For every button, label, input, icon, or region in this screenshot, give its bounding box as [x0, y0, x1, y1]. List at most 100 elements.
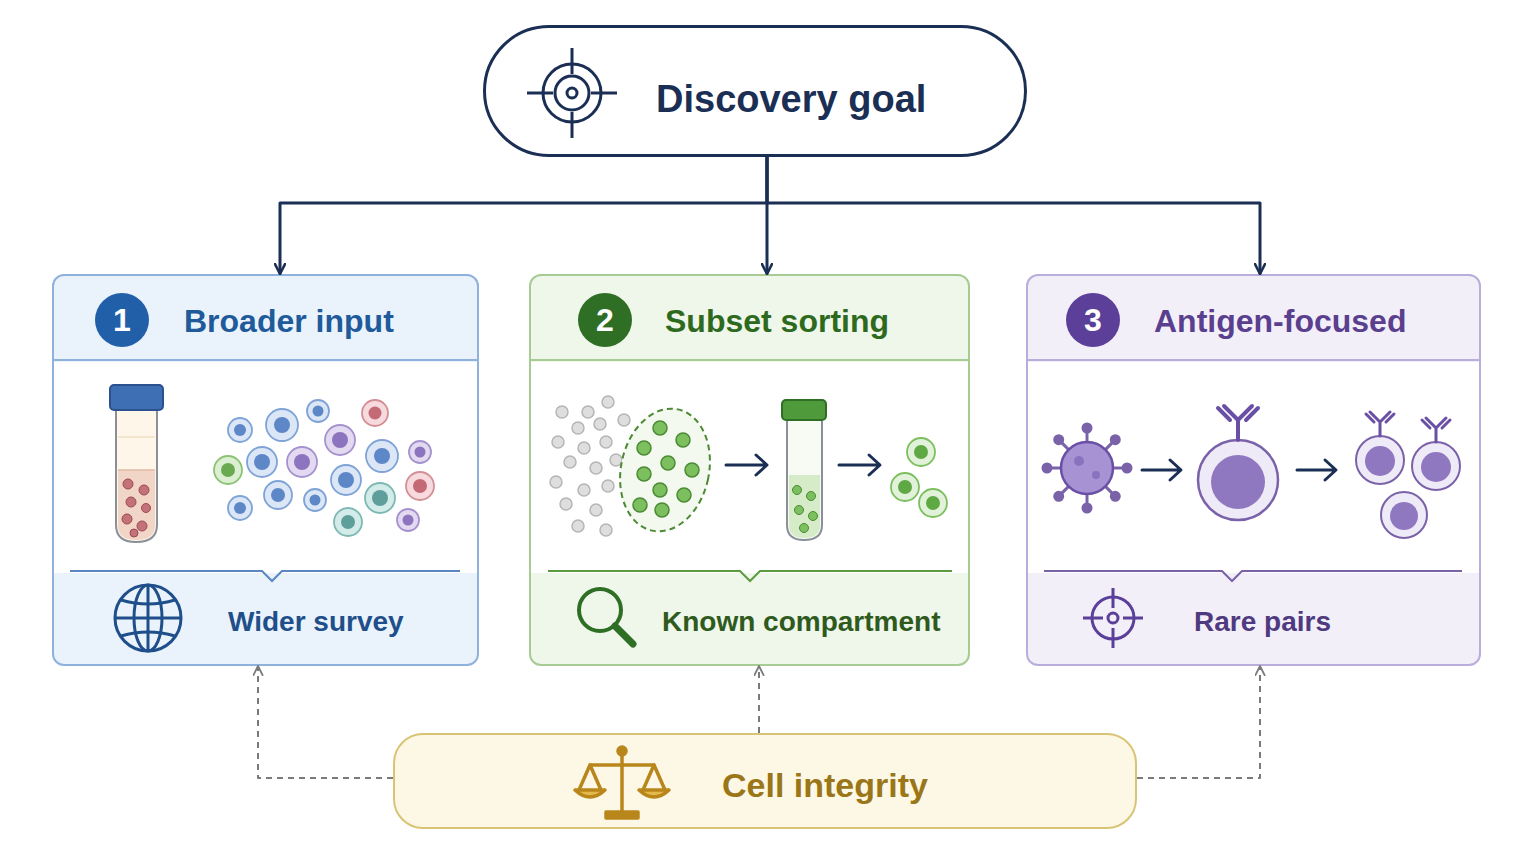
sorted-cells: [898, 480, 912, 494]
target-icon: [527, 92, 553, 95]
mixed-cells: [334, 483, 395, 536]
virus-antigen: [1083, 424, 1091, 432]
virus-antigen: [1105, 486, 1113, 494]
virus-antigen: [1053, 484, 1071, 502]
globe-icon: [115, 617, 181, 620]
panel-separator: [53, 359, 1480, 361]
gray-cells: [564, 456, 576, 468]
sorted-subset: [653, 421, 667, 435]
flow-arrow: [726, 455, 1336, 480]
mixed-cells: [310, 495, 321, 506]
mixed-cells: [228, 418, 252, 442]
sorted-cells: [891, 438, 947, 517]
gray-cells: [594, 418, 606, 430]
panel-heading: Antigen-focused: [1154, 305, 1406, 337]
footer-divider: [70, 571, 460, 581]
sort-tube: [793, 486, 802, 495]
globe-icon: [121, 632, 175, 636]
mixed-cells: [266, 409, 298, 441]
virus-antigen: [1086, 494, 1089, 506]
mixed-cells: [214, 456, 242, 484]
mixed-cells: [287, 425, 431, 531]
mixed-cells: [228, 496, 252, 520]
virus-antigen: [1092, 471, 1100, 479]
sorted-cells: [891, 438, 947, 517]
dashed-connector: [258, 666, 393, 778]
mixed-cells: [415, 447, 426, 458]
footer-divider: [70, 571, 1462, 581]
panel-footer: Rare pairs: [1194, 608, 1331, 636]
mixed-cells: [254, 454, 270, 470]
blood-tube: [126, 497, 136, 507]
sort-tube: [793, 486, 818, 533]
virus-antigen: [1083, 504, 1091, 512]
gray-cells: [590, 462, 602, 474]
dashed-connector: [758, 666, 760, 733]
flow-connector: [280, 157, 767, 274]
strategy-panel: 2Subset sortingKnown compartment: [529, 274, 970, 666]
goal-title: Discovery goal: [656, 80, 926, 118]
mixed-cells: [369, 407, 382, 420]
sorted-subset: [655, 503, 669, 517]
mixed-cells: [331, 465, 361, 495]
dashed-connector: [1137, 666, 1260, 778]
callout-number: 2: [578, 293, 632, 347]
panel-separator: [530, 359, 969, 361]
mixed-cells: [325, 425, 355, 455]
scales-icon: [575, 747, 669, 818]
blood-tube: [122, 479, 151, 537]
crosshair-icon: [1112, 588, 1115, 608]
scales-icon: [618, 747, 626, 755]
scales-icon: [579, 765, 601, 790]
virus-antigen: [1103, 484, 1121, 502]
gray-cells: [572, 422, 584, 434]
blood-tube: [118, 470, 155, 540]
panel-footer: Known compartment: [662, 608, 940, 636]
strategy-panel: 1Broader inputWider survey: [52, 274, 479, 666]
target-icon: [527, 48, 617, 138]
flow-connector: [766, 157, 769, 274]
expanded-cells: [1365, 446, 1395, 476]
scales-icon: [606, 812, 638, 818]
flow-arrow: [839, 455, 880, 475]
sorted-cells: [891, 473, 919, 501]
crosshair-icon: [1083, 617, 1103, 620]
b-cell: [1218, 406, 1258, 440]
gray-cells: [600, 436, 612, 448]
flow-arrow: [726, 455, 767, 475]
gray-cells: [600, 524, 612, 536]
globe-icon: [115, 585, 181, 651]
magnifier-icon: [579, 589, 633, 644]
b-cell: [1198, 406, 1278, 520]
sorted-cells: [914, 445, 928, 459]
target-icon: [571, 48, 574, 74]
sorted-subset: [633, 421, 699, 517]
arrow-head: [258, 157, 1260, 778]
gray-cells: [578, 442, 590, 454]
gray-cells: [602, 396, 614, 408]
virus-antigen: [1049, 467, 1061, 470]
mixed-cells: [374, 448, 390, 464]
crosshair-icon: [1083, 588, 1143, 648]
mixed-cells: [221, 463, 235, 477]
sorted-subset: [609, 400, 721, 540]
virus-antigen: [1043, 424, 1131, 512]
mixed-cells: [274, 417, 290, 433]
virus-antigen: [1103, 434, 1121, 452]
gray-cells: [550, 396, 630, 536]
blood-tube: [118, 469, 155, 471]
flow-connector: [767, 157, 1260, 274]
mixed-cells: [214, 400, 434, 536]
globe-icon: [121, 600, 175, 604]
gray-cells: [578, 484, 590, 496]
sort-tube: [809, 512, 818, 521]
sorted-cells: [926, 496, 940, 510]
virus-antigen: [1053, 434, 1071, 452]
blood-tube: [142, 504, 151, 513]
flow-arrow: [1297, 460, 1336, 480]
crosshair-icon: [1092, 597, 1134, 639]
mixed-cells: [332, 432, 348, 448]
virus-antigen: [1113, 464, 1131, 472]
